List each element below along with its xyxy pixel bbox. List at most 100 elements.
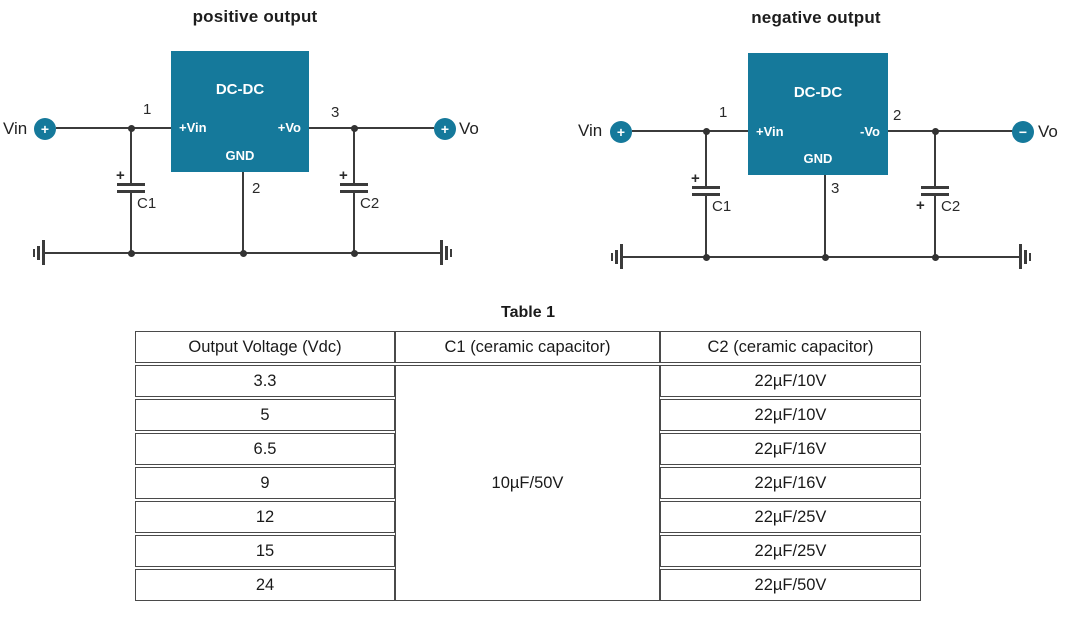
- table-row: 15 22µF/25V: [135, 535, 921, 567]
- c2-cell: 22µF/25V: [660, 501, 921, 533]
- positive-output-circuit: positive output Vin + 1 DC-DC +Vin +Vo G…: [0, 0, 533, 290]
- wire-output: [309, 127, 434, 129]
- voltage-cell: 5: [135, 399, 395, 431]
- column-header-voltage: Output Voltage (Vdc): [135, 331, 395, 363]
- capacitor-lead: [130, 128, 132, 183]
- capacitor-plate: [340, 190, 368, 193]
- polarity-plus: +: [691, 170, 700, 187]
- vo-label: Vo: [459, 119, 479, 138]
- voltage-cell: 24: [135, 569, 395, 601]
- junction-dot: [822, 254, 829, 261]
- c2-cell: 22µF/16V: [660, 467, 921, 499]
- c2-cell: 22µF/16V: [660, 433, 921, 465]
- junction-dot: [932, 128, 939, 135]
- voltage-cell: 9: [135, 467, 395, 499]
- capacitor-lead: [705, 131, 707, 186]
- vo-terminal: −: [1012, 121, 1034, 143]
- wire-ground: [824, 175, 826, 257]
- vin-terminal: +: [34, 118, 56, 140]
- ground-bar: [611, 253, 613, 261]
- capacitor-lead: [934, 131, 936, 186]
- capacitor-table: Output Voltage (Vdc) C1 (ceramic capacit…: [135, 329, 921, 603]
- table-1: Output Voltage (Vdc) C1 (ceramic capacit…: [135, 329, 921, 603]
- capacitor-label: C1: [137, 195, 157, 212]
- polarity-plus: +: [916, 197, 925, 214]
- dcdc-block: DC-DC +Vin -Vo GND: [748, 53, 888, 175]
- junction-dot: [932, 254, 939, 261]
- dcdc-label: DC-DC: [793, 84, 843, 101]
- capacitor-lead: [934, 196, 936, 257]
- polarity-plus: +: [339, 167, 348, 184]
- block-pin-vin: +Vin: [756, 124, 784, 139]
- junction-dot: [128, 125, 135, 132]
- block-pin-vo: -Vo: [860, 124, 880, 139]
- wire-input: [632, 130, 748, 132]
- plus-icon: +: [616, 124, 626, 140]
- ground-bar: [615, 250, 618, 264]
- ground-bar: [33, 249, 35, 257]
- pin-number-ground: 3: [831, 180, 840, 197]
- wire-input: [56, 127, 171, 129]
- capacitor-label: C1: [712, 198, 732, 215]
- vin-terminal: +: [610, 121, 632, 143]
- ground-bar: [1019, 244, 1022, 269]
- column-header-c1: C1 (ceramic capacitor): [395, 331, 660, 363]
- table-row: 6.5 22µF/16V: [135, 433, 921, 465]
- capacitor-label: C2: [941, 198, 961, 215]
- capacitor-plate: [692, 193, 720, 196]
- ground-bar: [445, 246, 448, 260]
- c2-cell: 22µF/10V: [660, 365, 921, 397]
- table-title: Table 1: [501, 304, 555, 321]
- c2-cell: 22µF/25V: [660, 535, 921, 567]
- junction-dot: [351, 125, 358, 132]
- block-pin-gnd: GND: [225, 148, 255, 163]
- ground-bar: [620, 244, 623, 269]
- pin-number-input: 1: [143, 101, 152, 118]
- vo-terminal: +: [434, 118, 456, 140]
- plus-icon: +: [40, 121, 50, 137]
- table-row: 9 22µF/16V: [135, 467, 921, 499]
- table-row: 5 22µF/10V: [135, 399, 921, 431]
- pin-number-input: 1: [719, 104, 728, 121]
- dcdc-block: DC-DC +Vin +Vo GND: [171, 51, 309, 172]
- vin-label: Vin: [578, 121, 603, 140]
- capacitor-plate: [921, 186, 949, 189]
- voltage-cell: 12: [135, 501, 395, 533]
- wire-ground: [242, 172, 244, 253]
- block-pin-gnd: GND: [803, 151, 833, 166]
- voltage-cell: 3.3: [135, 365, 395, 397]
- circuit-title: negative output: [751, 8, 881, 27]
- polarity-plus: +: [116, 167, 125, 184]
- junction-dot: [703, 254, 710, 261]
- voltage-cell: 6.5: [135, 433, 395, 465]
- minus-icon: −: [1018, 124, 1028, 140]
- ground-bar: [37, 246, 40, 260]
- ground-bar: [440, 240, 443, 265]
- table-row: 3.3 10µF/50V 22µF/10V: [135, 365, 921, 601]
- ground-bar: [450, 249, 452, 257]
- pin-number-ground: 2: [252, 180, 261, 197]
- table-row: 12 22µF/25V: [135, 501, 921, 533]
- circuit-title: positive output: [192, 7, 318, 26]
- column-header-c2: C2 (ceramic capacitor): [660, 331, 921, 363]
- capacitor-lead: [353, 193, 355, 253]
- wire-output: [888, 130, 1014, 132]
- capacitor-plate: [921, 193, 949, 196]
- capacitor-plate: [340, 183, 368, 186]
- c1-merged-cell: 10µF/50V: [395, 365, 660, 601]
- voltage-cell: 15: [135, 535, 395, 567]
- pin-number-output: 3: [331, 104, 340, 121]
- capacitor-plate: [692, 186, 720, 189]
- capacitor-lead: [705, 196, 707, 257]
- junction-dot: [703, 128, 710, 135]
- negative-output-circuit: negative output Vin + 1 DC-DC +Vin -Vo G…: [0, 0, 1066, 290]
- table-row: 24 22µF/50V: [135, 569, 921, 601]
- capacitor-plate: [117, 183, 145, 186]
- ground-rail: [623, 256, 1020, 258]
- block-pin-vin: +Vin: [179, 120, 207, 135]
- vin-label: Vin: [3, 119, 28, 138]
- capacitor-lead: [353, 128, 355, 183]
- capacitor-label: C2: [360, 195, 380, 212]
- plus-icon: +: [440, 121, 450, 137]
- capacitor-plate: [117, 190, 145, 193]
